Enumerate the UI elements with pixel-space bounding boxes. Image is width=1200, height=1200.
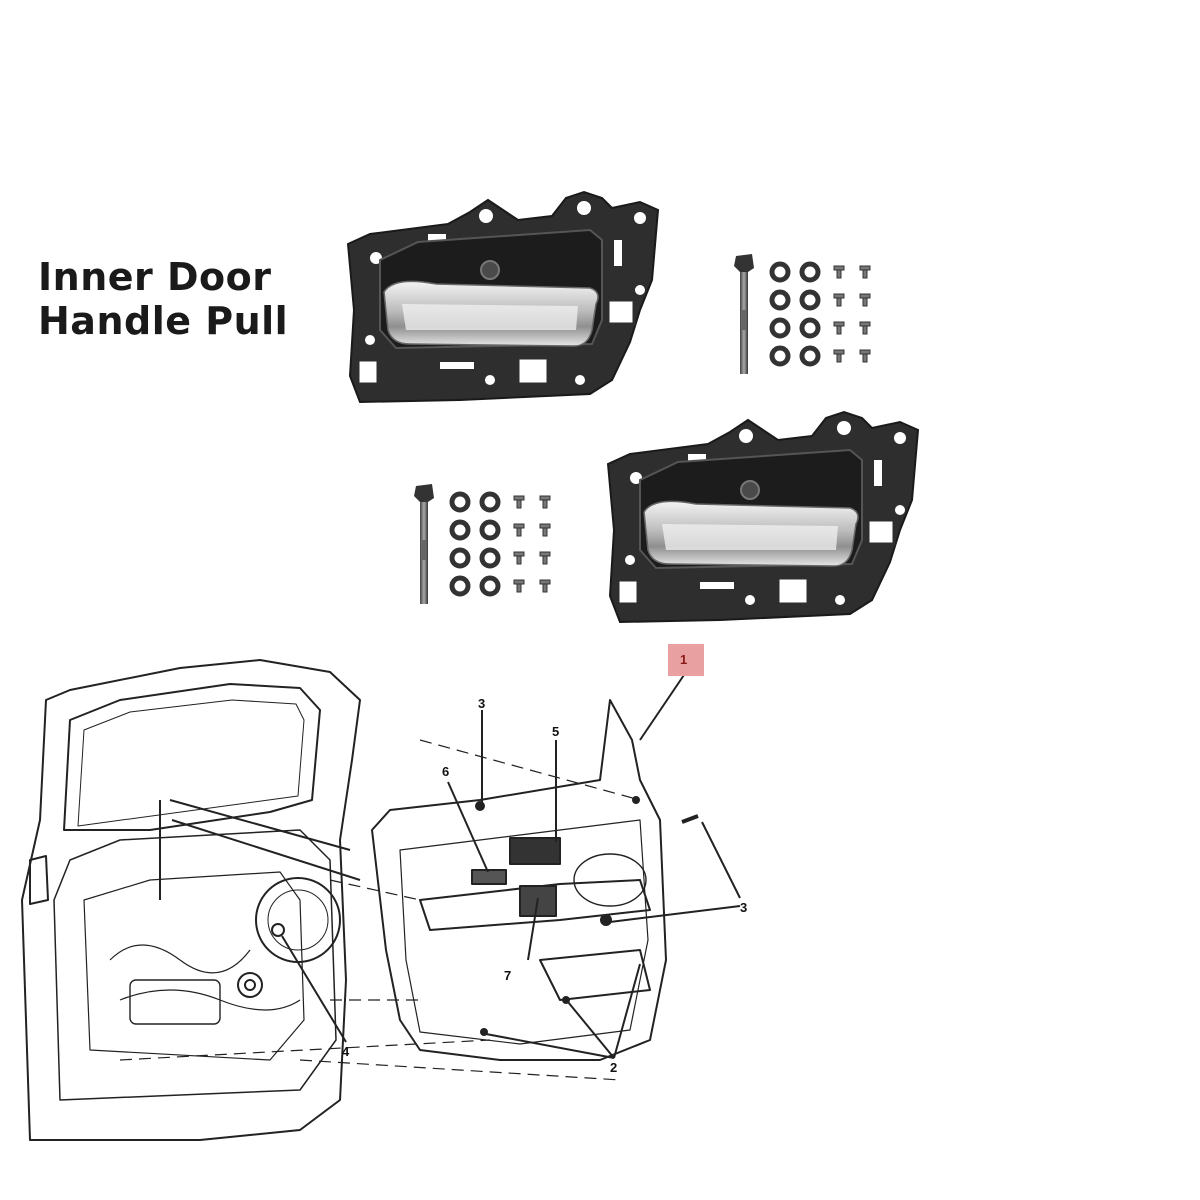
callout-7: 7	[504, 968, 511, 983]
callout-1-highlight	[668, 644, 704, 676]
callout-4: 4	[342, 1044, 350, 1059]
door-exploded-diagram	[21, 659, 741, 1141]
handle-left-image	[346, 190, 660, 404]
product-title: Inner Door Handle Pull	[38, 255, 288, 343]
callout-2: 2	[610, 1060, 617, 1075]
handle-right-image	[606, 410, 920, 624]
product-title-line1: Inner Door	[38, 255, 272, 299]
hardware-kit-right-image	[414, 484, 550, 604]
callout-3-top: 3	[478, 696, 485, 711]
product-title-line2: Handle Pull	[38, 299, 289, 343]
hardware-kit-left-image	[734, 254, 870, 374]
callout-3-right: 3	[740, 900, 747, 915]
callout-5: 5	[552, 724, 559, 739]
callout-6: 6	[442, 764, 449, 779]
callout-1: 1	[680, 652, 687, 667]
